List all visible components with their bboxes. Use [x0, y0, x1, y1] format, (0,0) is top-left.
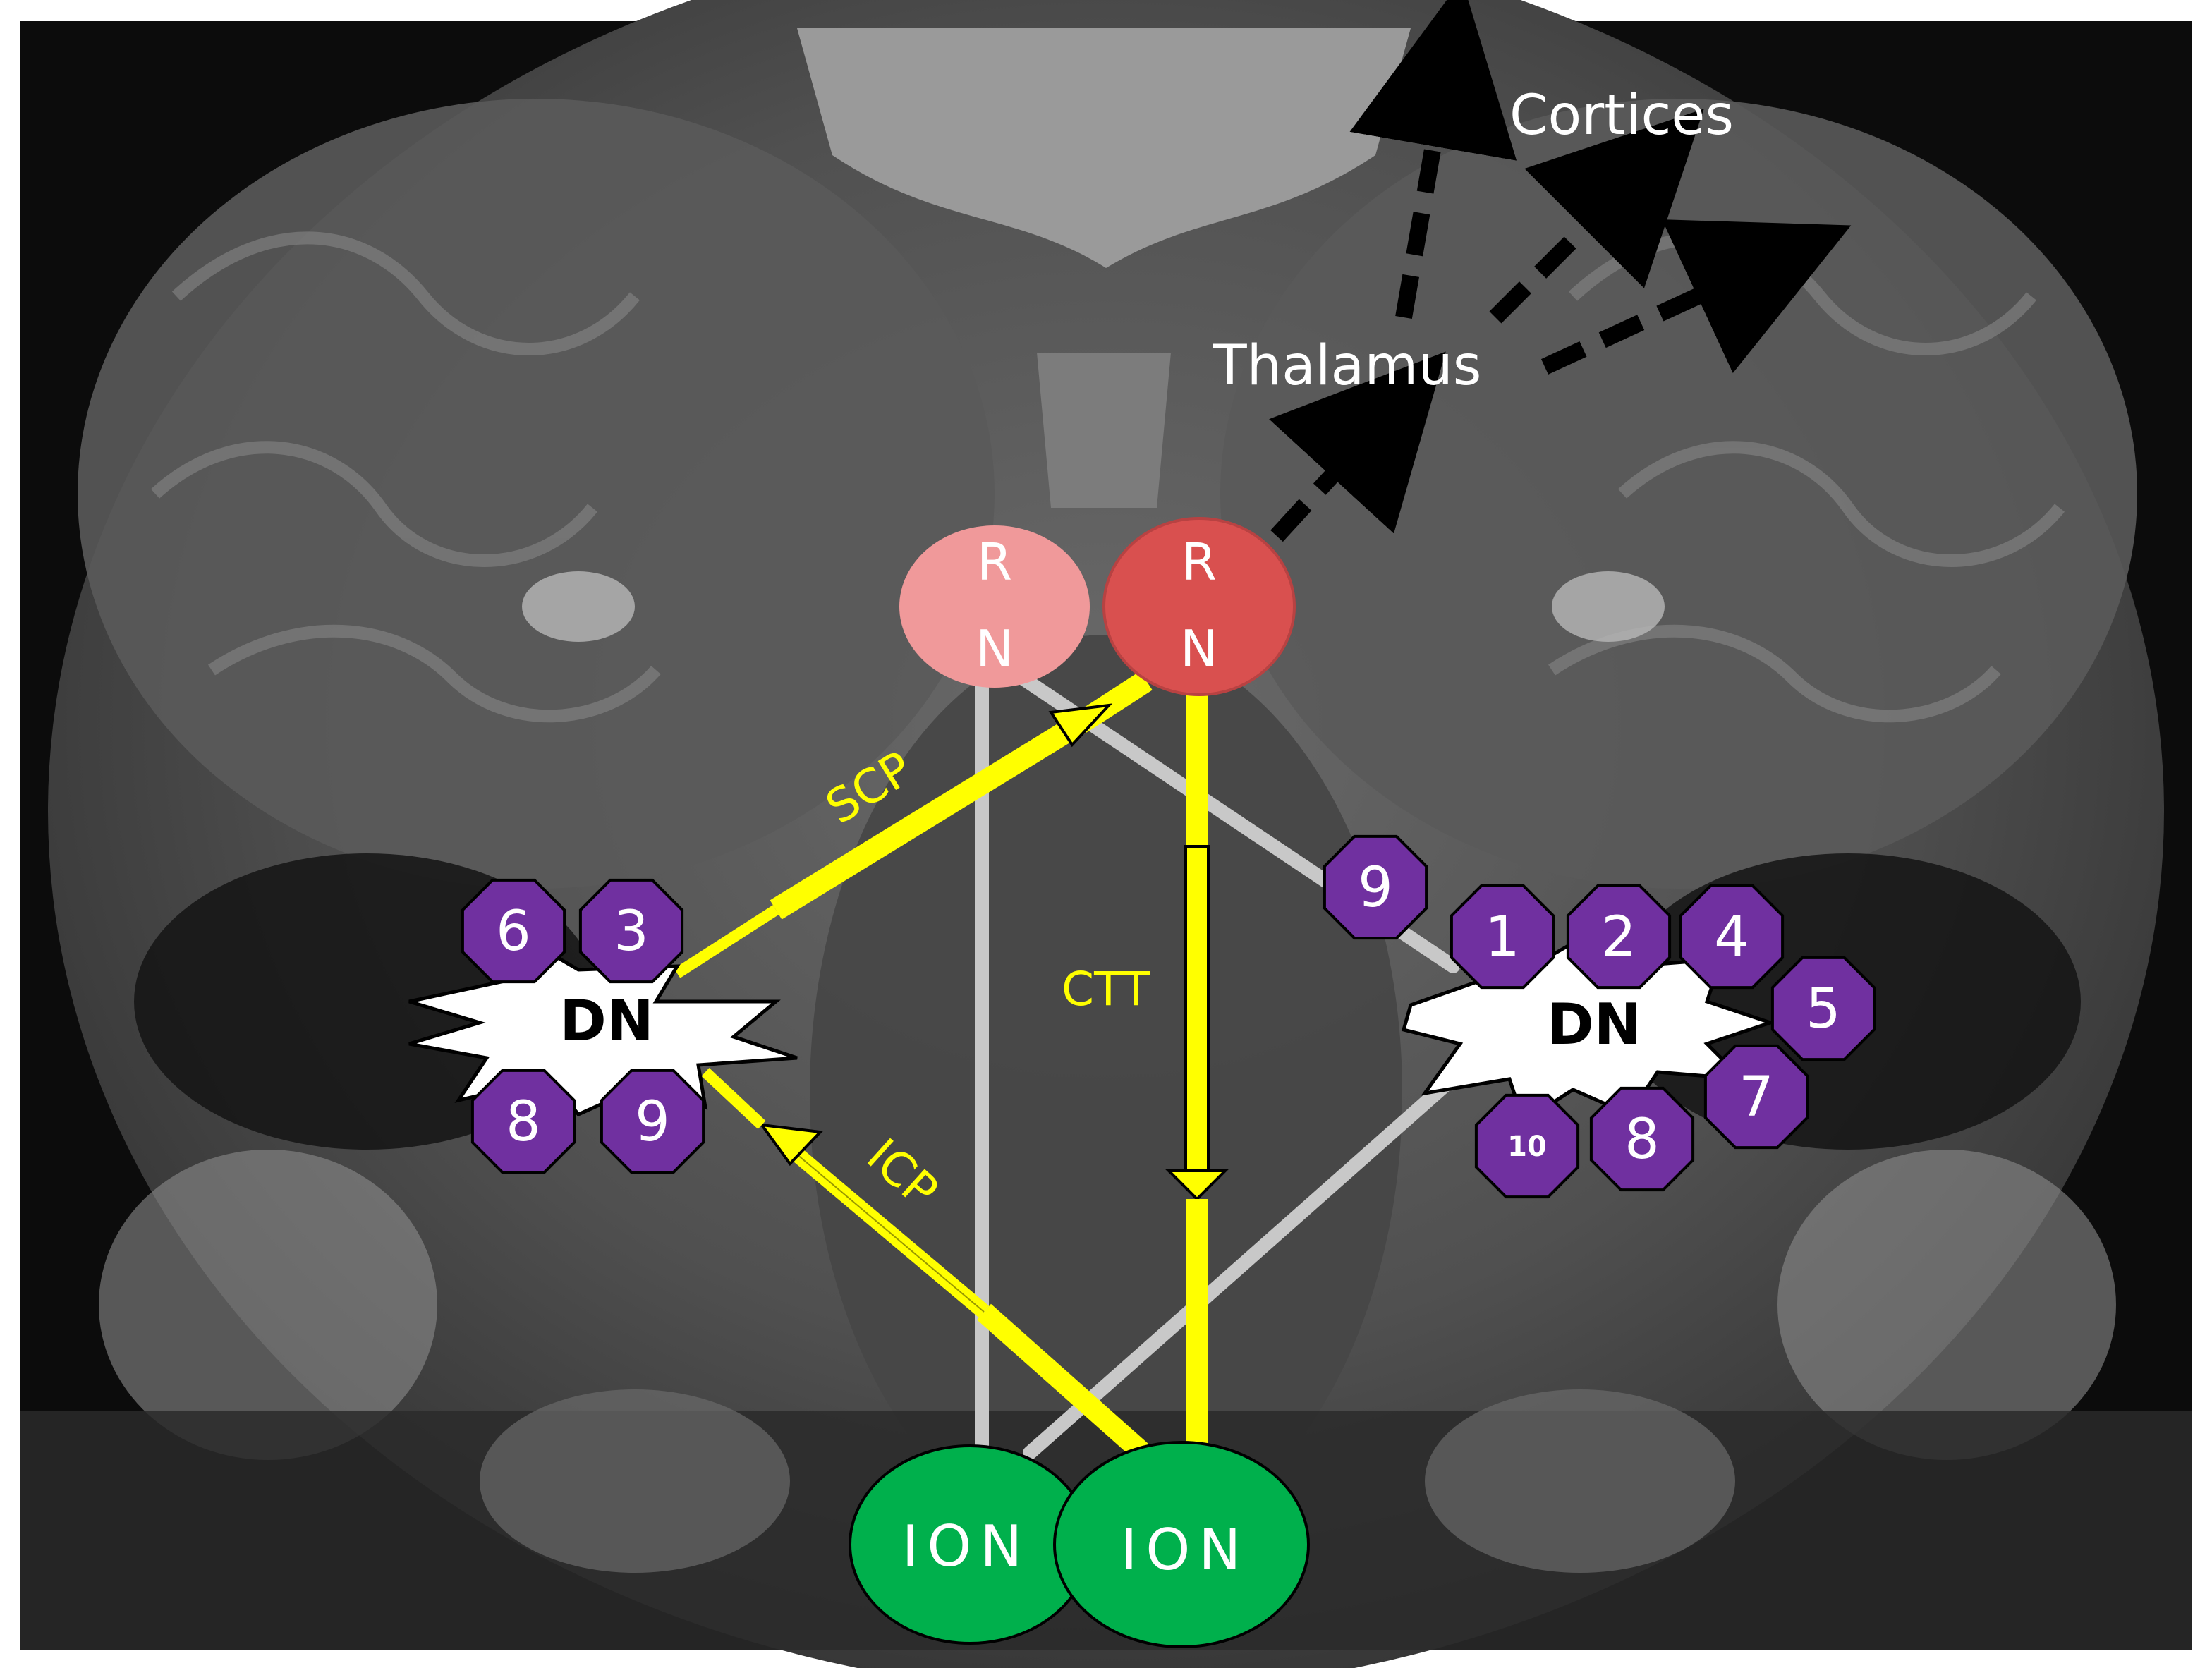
marker-left-bottom-1: [470, 1069, 576, 1174]
marker-right-bottom-1-label: 10: [1507, 1131, 1547, 1163]
marker-right-side-1-label: 5: [1806, 978, 1841, 1041]
marker-left-bottom-2-label: 9: [635, 1090, 670, 1154]
ctt-arrowhead: [1165, 1169, 1229, 1201]
marker-right-top-3-label: 4: [1714, 906, 1749, 969]
marker-right-bottom-2: [1589, 1086, 1695, 1192]
cortices-label: Cortices: [1509, 84, 1734, 147]
red-nucleus-right: [1102, 517, 1296, 696]
thalamus-to-cortex-arrow-2: [1489, 109, 1704, 324]
marker-right-top-2-label: 2: [1601, 906, 1636, 969]
red-nucleus-left-label-top: R: [977, 532, 1012, 592]
red-nucleus-right-label-top: R: [1181, 532, 1217, 592]
marker-right-side-1: [1770, 956, 1876, 1061]
ion-right-label: ION: [1121, 1517, 1249, 1583]
inferior-olivary-nuclei: ION ION: [849, 1441, 1310, 1648]
thalamus-label: Thalamus: [1213, 334, 1481, 398]
yellow-pathways: [674, 671, 1229, 1461]
marker-right-bottom-1: [1474, 1093, 1580, 1199]
icp-pathway-lower: [977, 1303, 1150, 1461]
marker-left-top-1: [461, 878, 566, 984]
marker-right-top-1-label: 1: [1485, 906, 1520, 969]
rn-to-thalamus-arrow: [1269, 351, 1446, 542]
marker-right-side-2-label: 7: [1739, 1066, 1774, 1129]
thalamic-projections: [1269, 0, 1852, 542]
ion-right: [1053, 1441, 1310, 1648]
marker-right-top-2: [1566, 884, 1672, 990]
ctt-arrow-shaft: [1184, 845, 1210, 1172]
dentate-nucleus-right-label: DN: [1547, 992, 1641, 1057]
marker-right-bottom-2-label: 8: [1624, 1108, 1660, 1171]
gray-tract-ion-to-right-dn: [1023, 1065, 1467, 1460]
marker-left-top-1-label: 6: [496, 900, 531, 963]
marker-right-tract: [1323, 834, 1428, 940]
icp-pathway-upper: [777, 1136, 990, 1318]
thalamus-to-cortex-arrow-3: [1540, 219, 1852, 375]
marker-left-top-2: [578, 878, 684, 984]
red-nucleus-left: [899, 525, 1090, 688]
red-nuclei: R N R N: [899, 517, 1296, 696]
marker-right-tract-label: 9: [1358, 856, 1393, 920]
red-nucleus-left-label-bottom: N: [976, 619, 1014, 678]
scp-pathway: [770, 710, 1093, 920]
marker-left-bottom-1-label: 8: [506, 1090, 541, 1154]
marker-right-top-3: [1679, 884, 1785, 990]
marker-right-top-1: [1450, 884, 1555, 990]
scp-arrowhead: [1048, 703, 1113, 748]
ion-left-label: ION: [902, 1514, 1031, 1579]
ctt-label: CTT: [1062, 962, 1150, 1016]
red-nucleus-right-label-bottom: N: [1180, 619, 1218, 678]
icp-arrowhead: [758, 1123, 824, 1167]
thalamus-to-cortex-arrow-1: [1349, 0, 1517, 319]
dentate-nucleus-left-label: DN: [559, 988, 653, 1054]
marker-left-top-2-label: 3: [614, 900, 649, 963]
marker-left-bottom-2: [600, 1069, 705, 1174]
purple-markers: 6 3 8 9 9 1 2 457 10 8: [461, 834, 1876, 1199]
marker-right-side-2: [1703, 1044, 1809, 1150]
